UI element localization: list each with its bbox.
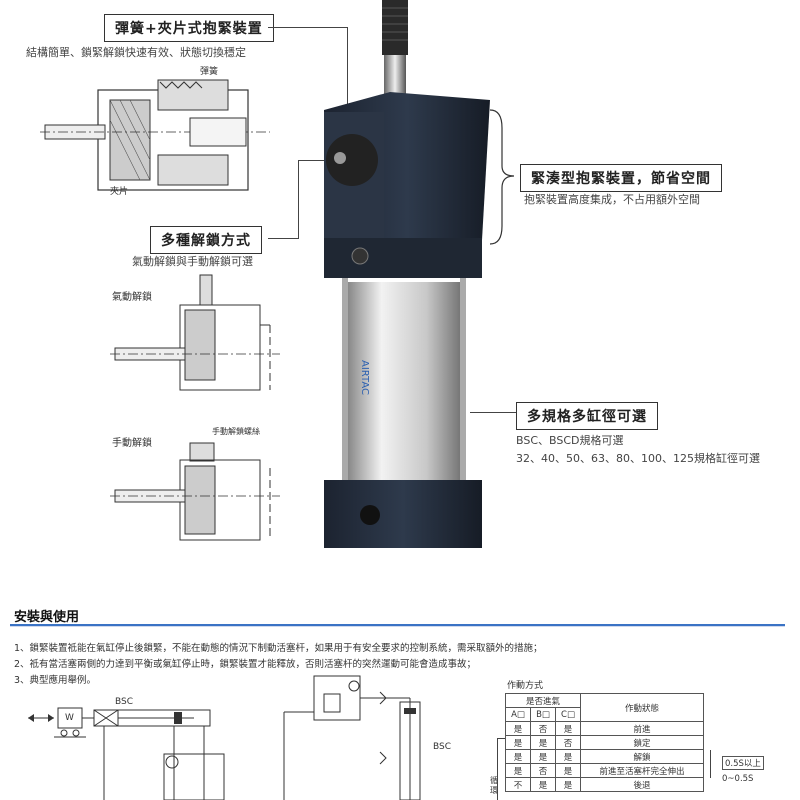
leader-line (268, 238, 298, 239)
table-row: 是否是前進 (505, 721, 704, 736)
install-note-3: 3、典型應用舉例。 (14, 675, 97, 686)
label-clip: 夾片 (110, 187, 129, 197)
header-supply: 是否進氣 (505, 693, 581, 708)
pneumatic-unlock-drawing (110, 274, 280, 391)
feature-unlock-desc: 氣動解鎖與手動解鎖可選 (132, 255, 253, 268)
feature-compact-title: 緊湊型抱緊裝置，節省空間 (520, 164, 722, 192)
feature-bore-desc1: BSC、BSCD規格可選 (516, 434, 624, 447)
application-diagram-horizontal (28, 707, 225, 800)
section-divider (10, 624, 785, 626)
table-row: 不是是後退 (505, 777, 704, 792)
manual-unlock-drawing (110, 442, 280, 541)
leader-line (470, 412, 516, 413)
header-state: 作動狀態 (580, 693, 704, 722)
application-diagram-vertical (283, 675, 421, 800)
leader-line (347, 27, 348, 107)
diagram1-w-label: W (65, 713, 74, 723)
bracket-compact (489, 109, 515, 245)
cycle-bracket (497, 738, 505, 739)
feature-bore-desc2: 32、40、50、63、80、100、125規格缸徑可選 (516, 452, 760, 465)
leader-line (268, 27, 348, 28)
leader-line (298, 160, 299, 239)
cycle-side-label: 循環 (490, 776, 498, 795)
feature-clamp-title: 彈簧+夾片式抱緊裝置 (104, 14, 274, 42)
timing-label-2: 0~0.5S (722, 774, 754, 784)
feature-bore-title: 多規格多缸徑可選 (516, 402, 658, 430)
col-b: B□ (530, 707, 556, 722)
col-a: A□ (505, 707, 531, 722)
operation-table: 是否進氣 作動狀態 A□ B□ C□ 是否是前進 是是否鎖定 是是是解鎖 是否是… (505, 693, 704, 792)
brand-logo: AIRTAC (359, 360, 370, 395)
cylinder-product-image: AIRTAC (324, 0, 490, 548)
cycle-bracket (497, 738, 498, 800)
label-pneumatic-unlock: 氣動解鎖 (112, 292, 152, 303)
feature-compact-desc: 抱緊裝置高度集成，不占用額外空間 (524, 193, 700, 206)
label-spring: 彈簧 (200, 67, 219, 77)
table-row: 是否是前進至活塞杆完全伸出 (505, 763, 704, 778)
timing-label-1: 0.5S以上 (722, 756, 764, 770)
operation-title: 作動方式 (507, 681, 544, 691)
leader-line (298, 160, 330, 161)
timing-bracket (710, 750, 711, 778)
install-note-1: 1、鎖緊裝置祗能在氣缸停止後鎖緊，不能在動態的情況下制動活塞杆，如果用于有安全要… (14, 643, 543, 654)
label-manual-unlock: 手動解鎖 (112, 438, 152, 449)
diagram1-bsc-label: BSC (115, 697, 134, 707)
clamp-section-drawing (40, 79, 270, 191)
section-divider-light (10, 626, 785, 627)
feature-unlock-title: 多種解鎖方式 (150, 226, 262, 254)
install-note-2: 2、祗有當活塞兩側的力達到平衡或氣缸停止時，鎖緊裝置才能釋放，否則活塞杆的突然運… (14, 659, 477, 670)
col-c: C□ (555, 707, 581, 722)
label-manual-screw: 手動解鎖螺絲 (212, 427, 260, 436)
feature-clamp-desc: 結構簡單、鎖緊解鎖快速有效、狀態切換穩定 (26, 46, 246, 59)
section-title-install: 安裝與使用 (14, 610, 80, 625)
table-row: 是是否鎖定 (505, 735, 704, 750)
table-row: 是是是解鎖 (505, 749, 704, 764)
diagram2-bsc-label: BSC (433, 742, 452, 752)
